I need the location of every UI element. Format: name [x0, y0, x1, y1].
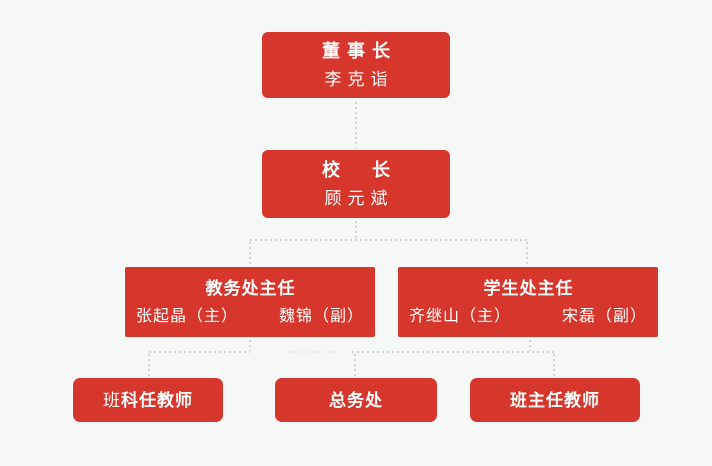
- subject-teachers-prefix: 班: [103, 390, 121, 410]
- academic-office-primary: 张起晶（主）: [136, 307, 239, 325]
- principal-name: 顾元斌: [324, 189, 394, 208]
- connector-academic-horizontal: [149, 351, 250, 353]
- connector-student-stub: [529, 340, 531, 351]
- node-student-office: 学生处主任 齐继山（主） 宋磊（副）: [398, 267, 658, 337]
- connector-to-head-teachers: [553, 354, 555, 378]
- general-affairs-label: 总务处: [329, 390, 383, 410]
- student-office-primary: 齐继山（主）: [409, 307, 512, 325]
- chairman-name: 李克诣: [324, 70, 394, 89]
- connector-to-subject-teachers: [148, 354, 150, 378]
- node-general-affairs: 总务处: [275, 378, 437, 422]
- student-office-staff: 齐继山（主） 宋磊（副）: [398, 307, 658, 325]
- academic-office-title: 教务处主任: [205, 278, 296, 298]
- node-academic-office: 教务处主任 张起晶（主） 魏锦（副）: [125, 267, 375, 337]
- node-head-teachers: 班主任教师: [470, 378, 640, 422]
- node-subject-teachers: 班科任教师: [73, 378, 223, 422]
- connector-to-general-affairs: [354, 354, 356, 378]
- connector-student-horizontal: [352, 351, 554, 353]
- connector-middle-faint: [288, 351, 338, 353]
- connector-chairman-to-principal: [355, 102, 357, 148]
- node-principal: 校 长 顾元斌: [262, 150, 450, 218]
- connector-academic-stub: [249, 340, 251, 351]
- academic-office-staff: 张起晶（主） 魏锦（副）: [125, 307, 375, 325]
- connector-principal-stub: [355, 221, 357, 239]
- node-chairman: 董事长 李克诣: [262, 32, 450, 98]
- subject-teachers-label: 班科任教师: [103, 392, 193, 409]
- academic-office-deputy: 魏锦（副）: [278, 307, 364, 325]
- student-office-title: 学生处主任: [483, 278, 574, 298]
- connector-level2-horizontal: [250, 239, 528, 241]
- connector-to-student-office: [526, 242, 528, 267]
- student-office-deputy: 宋磊（副）: [561, 307, 647, 325]
- connector-to-academic-office: [249, 242, 251, 267]
- head-teachers-label: 班主任教师: [510, 390, 600, 410]
- principal-title: 校 长: [322, 160, 397, 180]
- chairman-title: 董事长: [322, 41, 397, 61]
- subject-teachers-text: 科任教师: [121, 390, 193, 410]
